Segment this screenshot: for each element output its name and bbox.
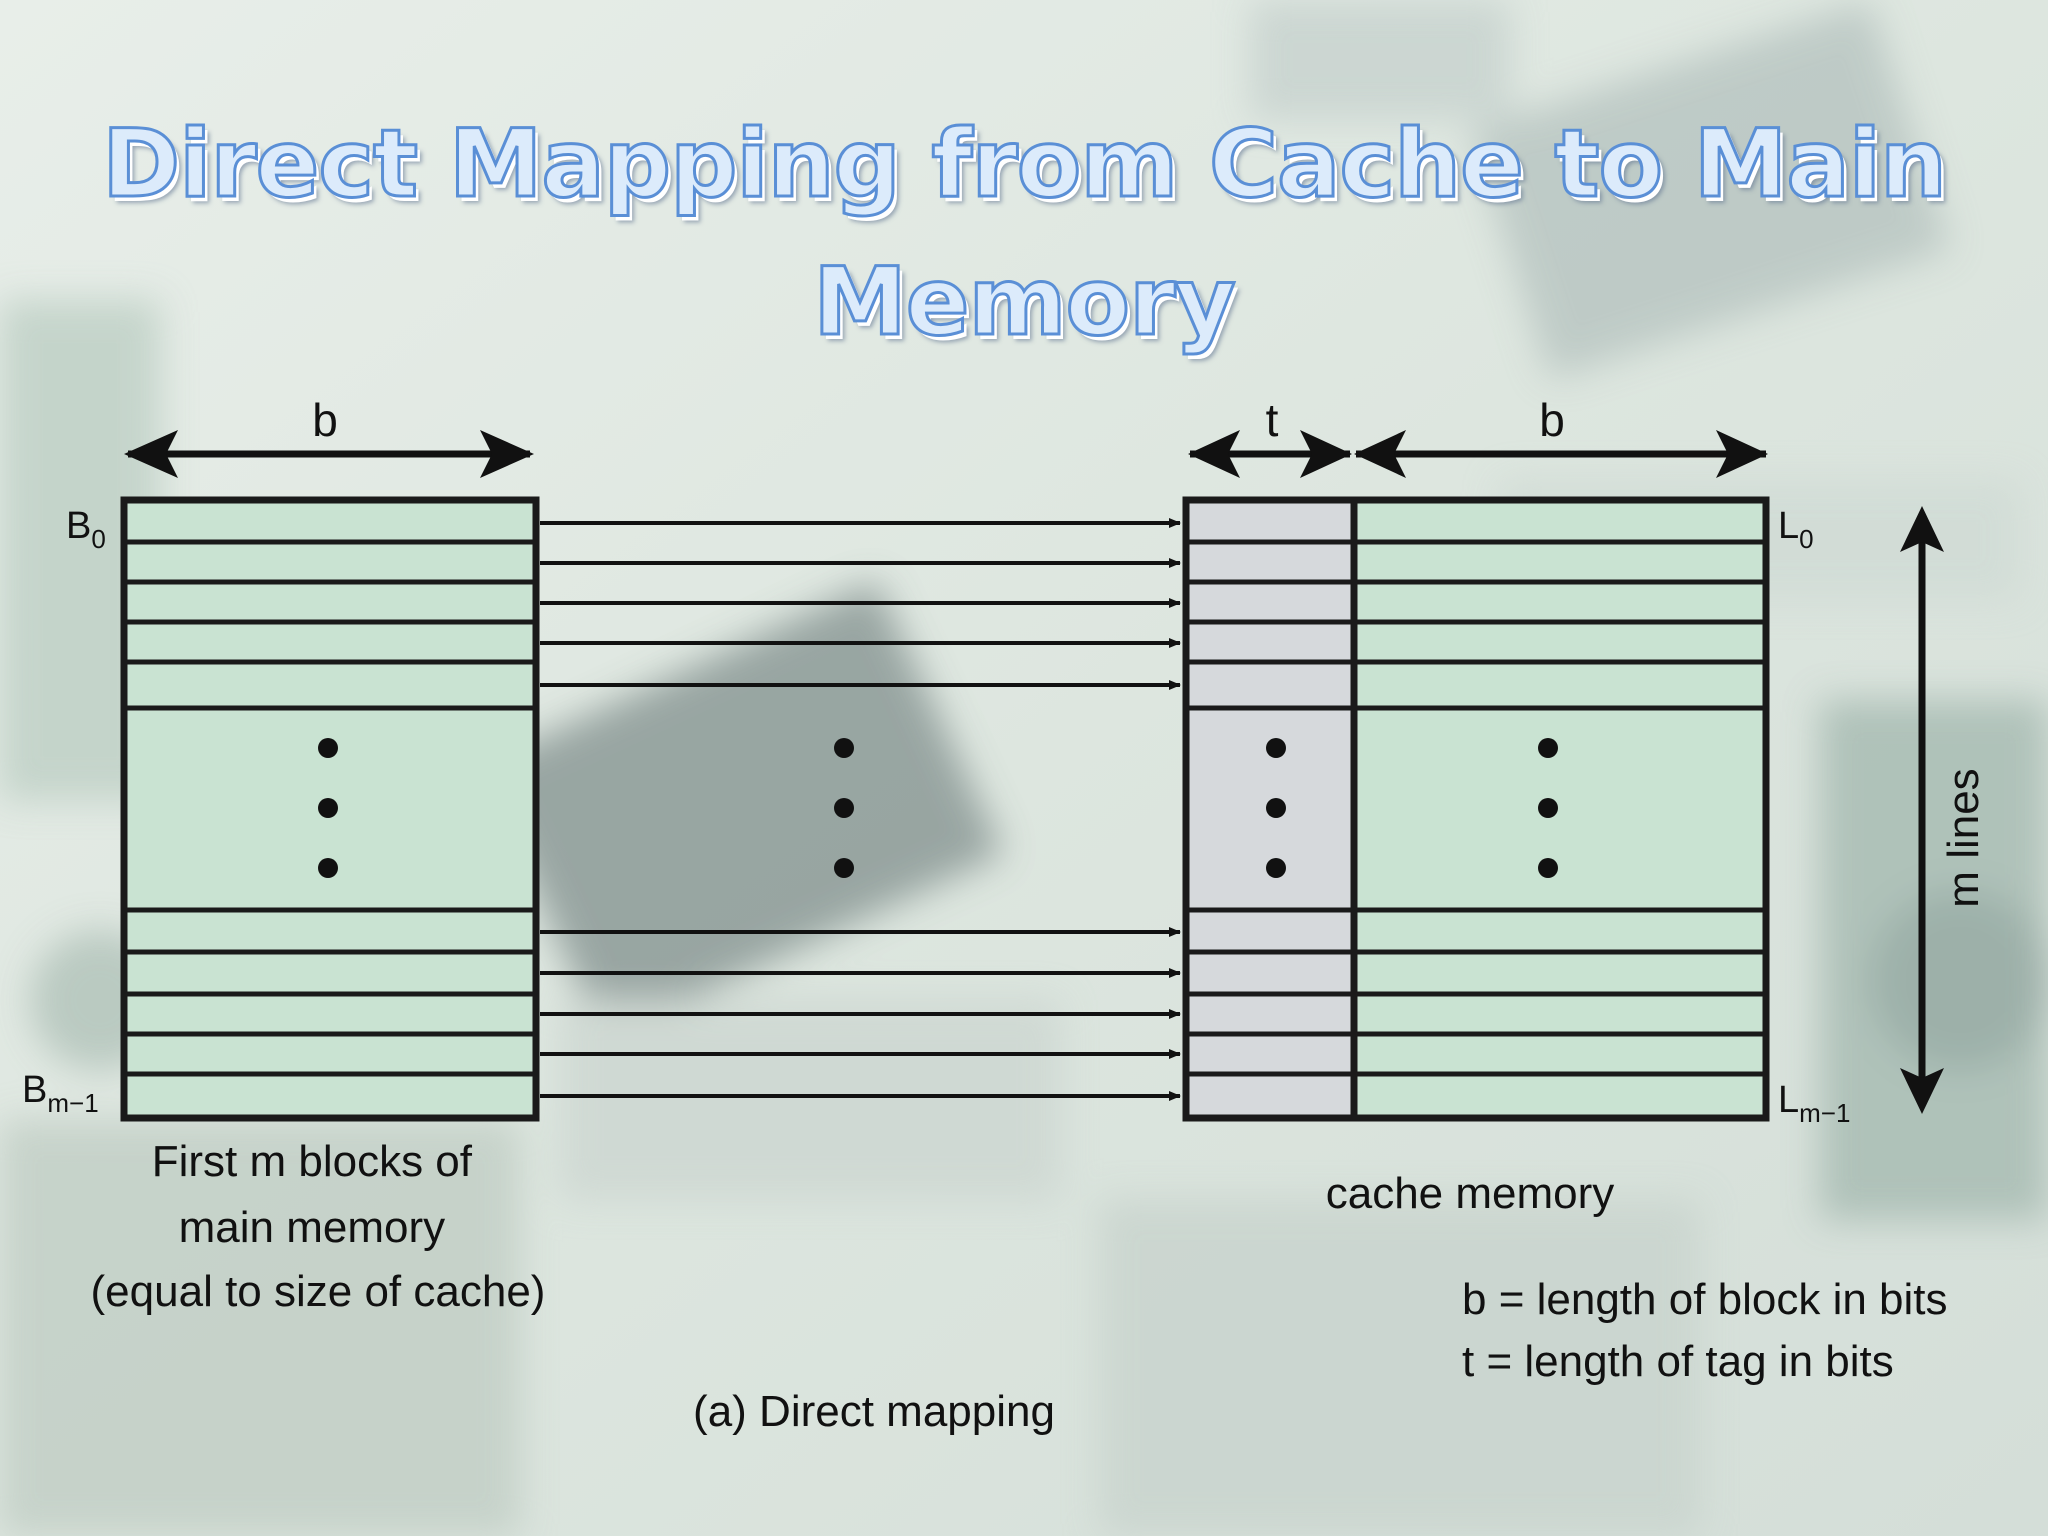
main-memory-ellipsis (318, 738, 338, 878)
first-line-label: L0 (1778, 505, 1814, 554)
first-block-label: B0 (66, 505, 106, 554)
main-memory-caption: First m blocks of main memory (equal to … (91, 1137, 546, 1316)
cache-memory-caption: cache memory (1326, 1169, 1615, 1218)
title-line-1: Direct Mapping from Cache to Main (101, 109, 1949, 221)
cache-memory-block (1182, 496, 1770, 1122)
tag-t-label: t (1266, 394, 1279, 446)
page-title: Direct Mapping from Cache to Main Memory (0, 96, 2048, 372)
cache-b-label: b (1539, 394, 1565, 446)
main-b-label: b (312, 394, 338, 446)
tag-column-ellipsis (1266, 738, 1286, 878)
legend: b = length of block in bits t = length o… (1462, 1275, 1960, 1386)
title-line-2: Memory (812, 247, 1237, 359)
m-lines-dimension: m lines (1900, 506, 1988, 1114)
mapping-arrows (540, 518, 1181, 1101)
last-line-label: Lm−1 (1778, 1079, 1850, 1128)
main-block-width-dimension: b (124, 394, 534, 478)
cache-line-ellipsis (1538, 738, 1558, 878)
main-memory-block (120, 496, 540, 1122)
cache-block-width-dimension: b (1354, 394, 1768, 478)
figure-caption: (a) Direct mapping (693, 1387, 1055, 1436)
last-block-label: Bm−1 (22, 1069, 99, 1118)
mapping-arrows-ellipsis (834, 738, 854, 878)
m-lines-label: m lines (1939, 768, 1988, 907)
tag-width-dimension: t (1188, 394, 1352, 478)
